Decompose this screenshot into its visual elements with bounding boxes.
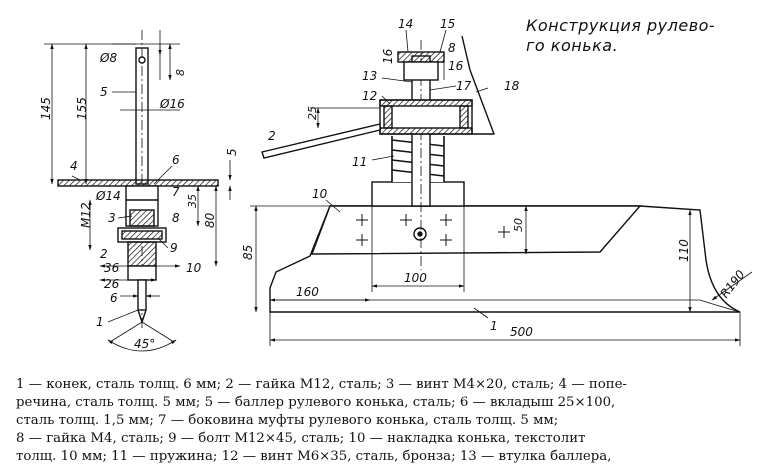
label-4: 4 <box>70 159 78 173</box>
drawing-title: Конструкция рулево- го конька. <box>526 16 766 56</box>
label-phi14: Ø14 <box>95 189 121 203</box>
label-13: 13 <box>362 69 377 83</box>
label-dim8: 8 <box>174 69 187 76</box>
tiller-arm <box>469 69 496 135</box>
label-80: 80 <box>203 212 217 228</box>
label-dim6: 6 <box>110 291 118 305</box>
label-dim8-right: 8 <box>448 41 456 55</box>
label-10: 10 <box>186 261 202 275</box>
label-500: 500 <box>510 325 533 339</box>
lever <box>261 123 381 159</box>
label-8: 8 <box>172 211 180 225</box>
label-45deg: 45° <box>134 337 155 351</box>
legend-line-2: речина, сталь толщ. 5 мм; 5 — баллер рул… <box>16 395 616 410</box>
drawing-title-line-2: го конька. <box>526 36 619 55</box>
legend-line-5: толщ. 10 мм; 11 — пружина; 12 — винт М6×… <box>16 449 612 464</box>
label-36: 36 <box>104 261 120 275</box>
label-phi8: Ø8 <box>99 51 117 65</box>
legend-caption: 1 — конек, сталь толщ. 6 мм; 2 — гайка М… <box>16 376 756 466</box>
legend-line-3: сталь толщ. 1,5 мм; 7 — боковина муфты р… <box>16 413 559 428</box>
label-phi16: Ø16 <box>159 97 185 111</box>
label-50: 50 <box>512 218 525 232</box>
label-dim5: 5 <box>225 148 239 156</box>
label-155: 155 <box>75 97 89 120</box>
right-view-labels: 14 15 16 16 8 13 17 12 18 25 2 11 10 50 … <box>241 17 748 339</box>
label-5: 5 <box>100 85 108 99</box>
label-2-right: 2 <box>268 129 276 143</box>
left-view-labels: Ø8 8 5 Ø16 145 155 4 6 5 Ø14 7 35 3 8 M1… <box>39 51 239 351</box>
legend-line-4: 8 — гайка М4, сталь; 9 — болт М12×45, ст… <box>16 431 586 446</box>
left-view <box>44 30 232 352</box>
label-100: 100 <box>404 271 427 285</box>
drawing-title-line-1: Конструкция рулево- <box>526 16 716 35</box>
skate-overlay <box>310 205 642 255</box>
label-2: 2 <box>100 247 108 261</box>
label-16b: 16 <box>448 59 464 73</box>
label-14: 14 <box>398 17 413 31</box>
label-m12: M12 <box>79 202 93 228</box>
label-25: 25 <box>306 106 319 120</box>
label-1-right: 1 <box>490 319 498 333</box>
label-7: 7 <box>172 185 180 199</box>
right-view <box>250 29 753 346</box>
label-35: 35 <box>186 194 199 208</box>
label-r190: R190 <box>717 267 747 301</box>
label-160: 160 <box>296 285 319 299</box>
label-26: 26 <box>104 277 120 291</box>
label-16a: 16 <box>381 48 395 64</box>
label-3: 3 <box>108 211 116 225</box>
label-85: 85 <box>241 245 255 260</box>
label-18: 18 <box>504 79 520 93</box>
label-6: 6 <box>172 153 180 167</box>
label-15: 15 <box>440 17 455 31</box>
label-145: 145 <box>39 97 53 120</box>
label-110: 110 <box>677 239 691 262</box>
skate-blade-edge <box>137 279 147 311</box>
label-17: 17 <box>456 79 472 93</box>
label-9: 9 <box>170 241 178 255</box>
label-12: 12 <box>362 89 377 103</box>
drawing-canvas: Ø8 8 5 Ø16 145 155 4 6 5 Ø14 7 35 3 8 M1… <box>39 17 753 352</box>
label-11: 11 <box>352 155 367 169</box>
legend-line-1: 1 — конек, сталь толщ. 6 мм; 2 — гайка М… <box>16 377 627 392</box>
crossbar <box>57 179 219 187</box>
label-1: 1 <box>96 315 104 329</box>
label-10-right: 10 <box>312 187 328 201</box>
